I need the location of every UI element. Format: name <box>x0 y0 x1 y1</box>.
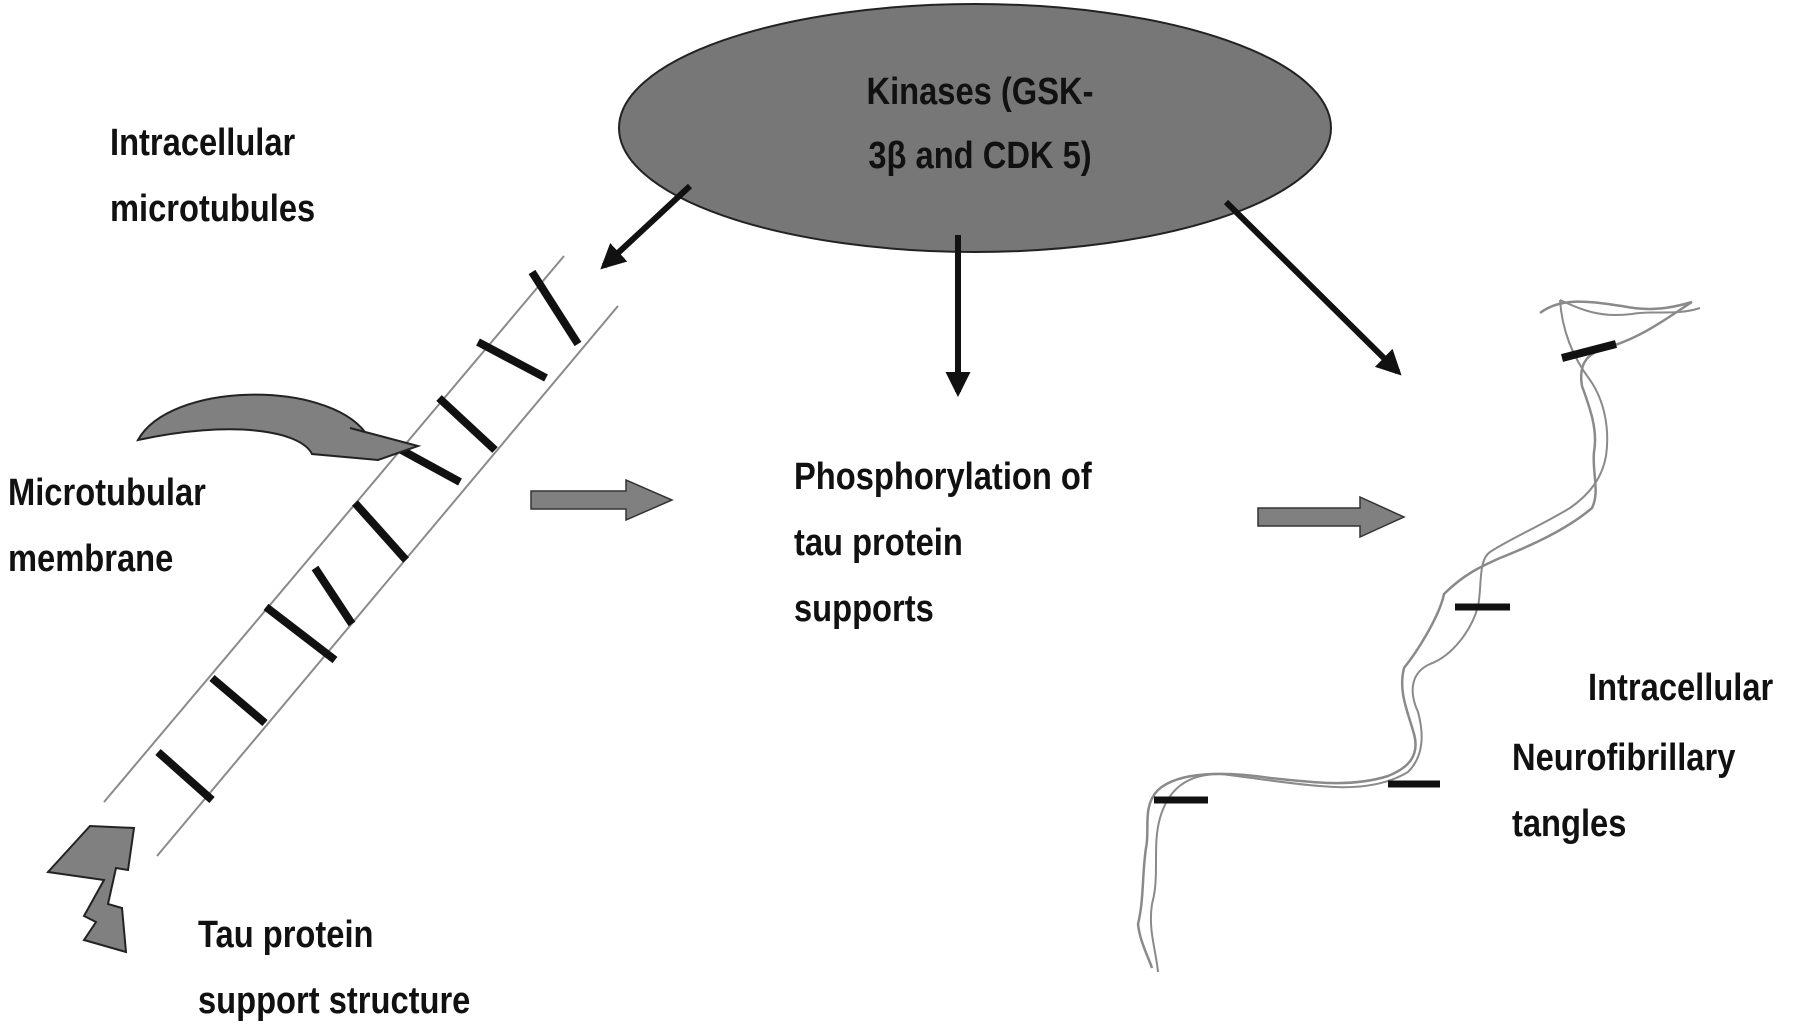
ladder-rung <box>311 565 356 627</box>
flow-arrow-to-tangles <box>1257 495 1406 539</box>
kinases-label-line1: Kinases (GSK- <box>866 71 1094 113</box>
membrane-label-line1: Microtubular <box>8 472 206 514</box>
neurofibrillary-tangle <box>1136 299 1701 973</box>
ladder-rung <box>476 338 548 382</box>
ladder-rung <box>155 749 215 803</box>
microtubules-label-line1: Intracellular <box>110 122 296 164</box>
tangles-label-line2: Neurofibrillary <box>1512 737 1736 779</box>
membrane-label-line2: membrane <box>8 538 174 580</box>
membrane-label: Microtubular membrane <box>8 460 206 592</box>
tau-structure-label: Tau protein support structure <box>198 902 470 1034</box>
tau-structure-label-line1: Tau protein <box>198 914 374 956</box>
microtubules-label: Intracellular microtubules <box>110 110 315 242</box>
tangle-strand <box>1136 300 1693 969</box>
ladder-rail-right <box>156 305 619 857</box>
ladder-rung <box>394 443 462 486</box>
bent-gray-arrow <box>45 824 136 954</box>
ladder-rung <box>352 500 409 563</box>
tangle-mark <box>1560 340 1618 362</box>
ladder-rung <box>436 395 498 453</box>
tangle-strand <box>1149 299 1701 973</box>
phosphorylation-label-line2: tau protein <box>794 522 963 564</box>
tangles-label-rest: Neurofibrillary tangles <box>1512 725 1735 857</box>
tangles-label-line3: tangles <box>1512 803 1627 845</box>
kinases-label: Kinases (GSK- 3β and CDK 5) <box>739 60 1221 188</box>
phosphorylation-label-line3: supports <box>794 588 934 630</box>
kinase-arrow-to-tangles <box>1223 199 1402 376</box>
microtubules-label-line2: microtubules <box>110 188 316 230</box>
phosphorylation-label: Phosphorylation of tau protein supports <box>794 444 1092 642</box>
curved-gray-arrow <box>136 393 422 462</box>
ladder-rung <box>209 674 268 727</box>
phosphorylation-label-line1: Phosphorylation of <box>794 456 1092 498</box>
ladder-rung <box>263 603 338 664</box>
microtubule-ladder <box>103 255 619 857</box>
ladder-rung <box>528 269 582 347</box>
kinases-ellipse <box>618 3 1332 253</box>
kinases-label-line2: 3β and CDK 5) <box>868 135 1092 177</box>
tangles-label-line1-text: Intracellular <box>1588 667 1774 709</box>
flow-arrow-to-phosphorylation <box>530 478 674 522</box>
tangles-label-line1: Intracellular <box>1588 655 1773 721</box>
kinase-arrow-to-microtubules <box>600 183 693 270</box>
tau-structure-label-line2: support structure <box>198 980 471 1022</box>
